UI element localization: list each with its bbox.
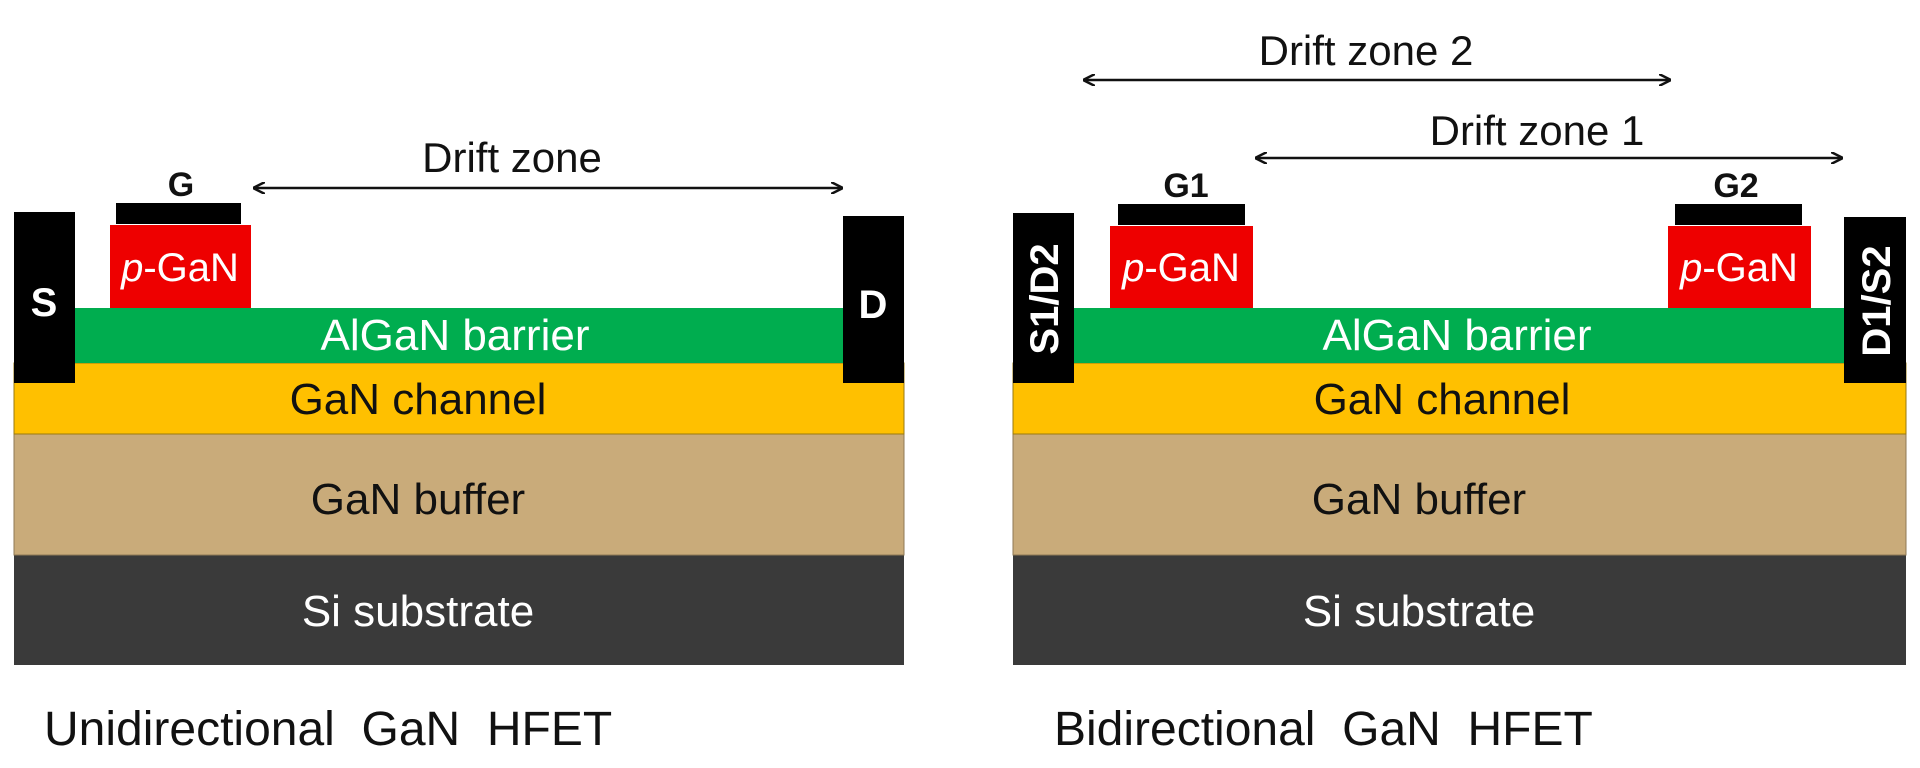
bi-gate1-p-gan-block xyxy=(1110,226,1253,308)
uni-drift-zone-label: Drift zone xyxy=(422,134,602,181)
bi-gate1-label: G1 xyxy=(1163,167,1208,205)
bidirectional-hfet: Si substrate GaN buffer GaN channel AlGa… xyxy=(1012,27,1907,756)
bi-algan-barrier-label: AlGaN barrier xyxy=(1323,311,1592,360)
bi-gan-channel-label: GaN channel xyxy=(1314,375,1571,424)
bi-left-contact xyxy=(1013,213,1074,383)
bi-left-contact-label: S1/D2 xyxy=(1023,243,1067,354)
uni-source-contact xyxy=(14,212,75,383)
uni-caption: Unidirectional GaN HFET xyxy=(44,703,612,756)
bi-drift-zone-1-label: Drift zone 1 xyxy=(1430,107,1645,154)
bi-gate2-label: G2 xyxy=(1713,167,1758,205)
uni-gan-buffer-label: GaN buffer xyxy=(311,475,525,524)
uni-p-gan-label: p-GaN xyxy=(120,246,239,290)
uni-algan-barrier-label: AlGaN barrier xyxy=(321,311,590,360)
uni-drain-label: D xyxy=(859,283,888,327)
uni-gan-channel-label: GaN channel xyxy=(290,375,547,424)
uni-source-label: S xyxy=(31,281,58,325)
uni-p-gan-block xyxy=(110,225,251,308)
bi-gan-buffer-label: GaN buffer xyxy=(1312,475,1526,524)
bi-gate2-p-gan-label: p-GaN xyxy=(1679,246,1798,290)
bi-right-contact-label: D1/S2 xyxy=(1855,245,1899,356)
bi-gan-channel-layer xyxy=(1012,362,1907,435)
bi-gan-buffer-layer xyxy=(1012,433,1907,556)
uni-si-substrate-layer xyxy=(14,555,904,665)
bi-gate1-p-gan-label: p-GaN xyxy=(1121,246,1240,290)
uni-gan-buffer-layer xyxy=(13,433,905,556)
bi-si-substrate-label: Si substrate xyxy=(1303,587,1535,636)
uni-gate-label: G xyxy=(168,166,194,204)
bi-gate1-metal xyxy=(1118,204,1245,225)
bi-drift-zone-2-label: Drift zone 2 xyxy=(1259,27,1474,74)
bi-si-substrate-layer xyxy=(1013,555,1906,665)
bi-caption: Bidirectional GaN HFET xyxy=(1054,703,1593,756)
uni-algan-barrier-layer xyxy=(75,308,843,363)
uni-gate-metal xyxy=(116,203,241,224)
unidirectional-hfet: Si substrate GaN buffer GaN channel AlGa… xyxy=(13,134,905,756)
bi-algan-barrier-layer xyxy=(1074,308,1844,363)
uni-si-substrate-label: Si substrate xyxy=(302,587,534,636)
bi-right-contact xyxy=(1844,217,1906,383)
bi-gate2-metal xyxy=(1675,204,1802,225)
uni-drain-contact xyxy=(843,216,904,383)
bi-gate2-p-gan-block xyxy=(1668,226,1811,308)
